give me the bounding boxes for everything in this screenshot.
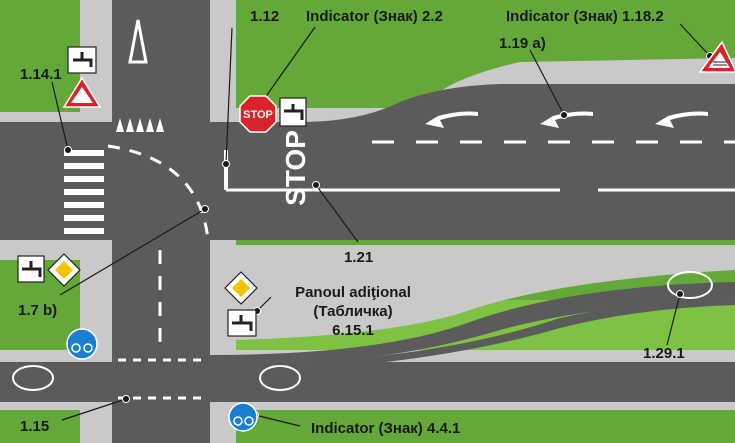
stop-road-marking: STOP [280,130,311,206]
label-panel-line-2: (Табличка) [313,303,392,320]
stop-sign-2-2: STOP [239,95,277,133]
warning-sign-1-18-2 [698,40,735,73]
sign-priority-road-plate-top-left [67,46,97,74]
bicycle-sign-4-4-1 [228,402,258,432]
label-1-15: 1.15 [20,418,49,435]
label-1-29-1: 1.29.1 [643,345,685,362]
road-arrow-marking [128,19,148,64]
stop-sign-text: STOP [243,109,273,121]
road-bottom [0,362,735,402]
label-indicator-1-18-2: Indicator (Знак) 1.18.2 [506,8,664,25]
road-curve-right [210,282,735,362]
label-1-19a: 1.19 a) [499,35,546,52]
label-panel-line-3: 6.15.1 [332,322,374,339]
sign-plate-6-15-top [279,97,307,127]
yield-teeth-marking [116,118,164,132]
lane-arrows [425,111,708,128]
label-1-14-1: 1.14.1 [20,66,62,83]
priority-road-sign-center [224,271,258,305]
label-1-7b: 1.7 b) [18,302,57,319]
yield-sign-1-14-1 [62,76,102,108]
label-panel-line-1: Panoul adiţional [295,284,411,301]
label-1-21: 1.21 [344,249,373,266]
label-indicator-4-4-1: Indicator (Знак) 4.4.1 [311,420,460,437]
leader-lines [51,23,711,427]
bicycle-sign-left [66,328,98,360]
priority-road-sign-left [47,253,81,287]
sign-plate-6-15-1 [227,309,257,337]
bicycle-markings [12,271,713,391]
label-1-12: 1.12 [250,8,279,25]
label-indicator-2-2: Indicator (Знак) 2.2 [306,8,443,25]
zebra-crossing [64,150,104,234]
sign-plate-left [17,255,45,283]
